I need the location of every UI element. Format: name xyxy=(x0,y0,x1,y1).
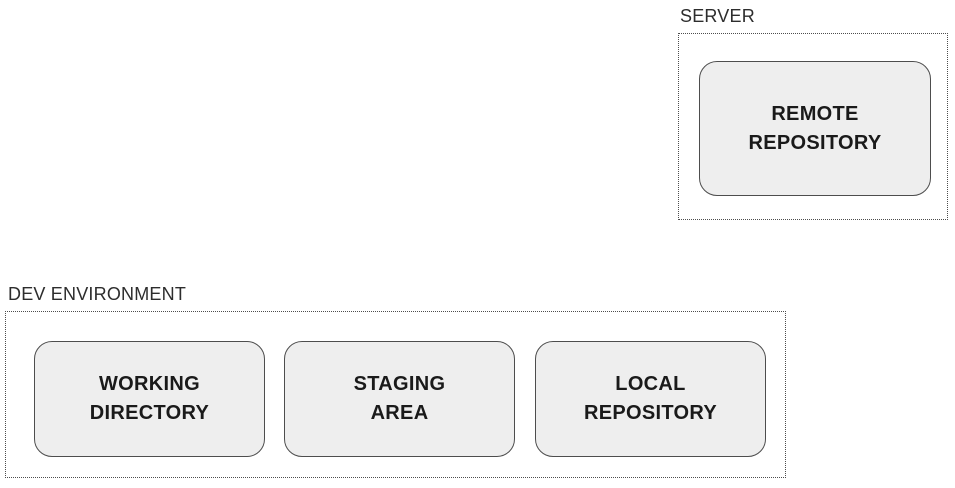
dev-environment-group-label: DEV ENVIRONMENT xyxy=(8,284,187,304)
remote-repository-label-line1: REMOTE xyxy=(771,102,859,125)
remote-repository-label-line2: REPOSITORY xyxy=(748,131,882,154)
staging-area-label-line2: AREA xyxy=(370,402,429,424)
remote-repository-node: REMOTE REPOSITORY xyxy=(699,61,931,196)
local-repository-label-line2: REPOSITORY xyxy=(583,402,718,424)
local-repository-label-line1: LOCAL xyxy=(615,373,686,395)
server-group-label: SERVER xyxy=(680,6,755,26)
working-directory-node: WORKING DIRECTORY xyxy=(34,341,265,457)
dev-environment-group-frame: WORKING DIRECTORY STAGING AREA LOCAL REP… xyxy=(5,311,786,478)
working-directory-label-line1: WORKING xyxy=(99,373,200,395)
working-directory-label-line2: DIRECTORY xyxy=(89,402,210,424)
staging-area-node: STAGING AREA xyxy=(284,341,515,457)
staging-area-label-line1: STAGING xyxy=(353,373,446,395)
server-group-frame: REMOTE REPOSITORY xyxy=(678,33,948,220)
local-repository-node: LOCAL REPOSITORY xyxy=(535,341,766,457)
